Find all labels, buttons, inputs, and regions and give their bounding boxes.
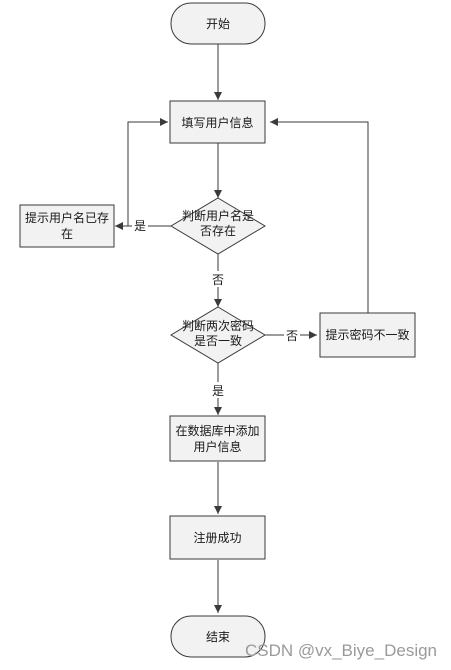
check-password-label-line-2: 是否一致 <box>194 334 242 348</box>
end-node: 结束 <box>170 615 266 658</box>
fill-user-info-label: 填写用户信息 <box>181 115 253 130</box>
end-node-label: 结束 <box>206 630 230 644</box>
check-password-label-line-1: 判断两次密码 <box>182 318 254 333</box>
edge-mismatch-loop-back <box>270 118 369 313</box>
fill-user-info-node: 填写用户信息 <box>169 100 266 144</box>
password-mismatch-node: 提示密码不一致 <box>319 312 416 358</box>
password-mismatch-label: 提示密码不一致 <box>325 327 409 342</box>
check-username-label-line-2: 否存在 <box>200 224 236 238</box>
username-exists-label-line-2: 在 <box>61 227 73 241</box>
start-node: 开始 <box>170 2 266 45</box>
add-to-database-node: 在数据库中添加 用户信息 <box>169 415 266 462</box>
register-success-label: 注册成功 <box>193 530 241 545</box>
username-exists-node: 提示用户名已存 在 <box>19 204 115 248</box>
edge-label-password-no: 否 <box>286 329 298 343</box>
register-success-node: 注册成功 <box>169 515 266 560</box>
check-password-decision: 判断两次密码 是否一致 <box>170 306 266 364</box>
edge-label-name-yes: 是 <box>134 219 146 233</box>
start-node-label: 开始 <box>206 17 230 31</box>
edge-label-name-no: 否 <box>212 273 224 287</box>
csdn-watermark: CSDN @vx_Biye_Design <box>245 641 437 660</box>
edge-label-password-yes: 是 <box>212 384 224 398</box>
add-to-database-label-line-1: 在数据库中添加 <box>175 423 259 438</box>
check-username-decision: 判断用户名是 否存在 <box>170 197 266 255</box>
username-exists-label-line-1: 提示用户名已存 <box>25 210 109 225</box>
add-to-database-label-line-2: 用户信息 <box>193 439 241 454</box>
check-username-label-line-1: 判断用户名是 <box>182 208 254 223</box>
edge-exists-msg-loop-back <box>127 118 168 226</box>
